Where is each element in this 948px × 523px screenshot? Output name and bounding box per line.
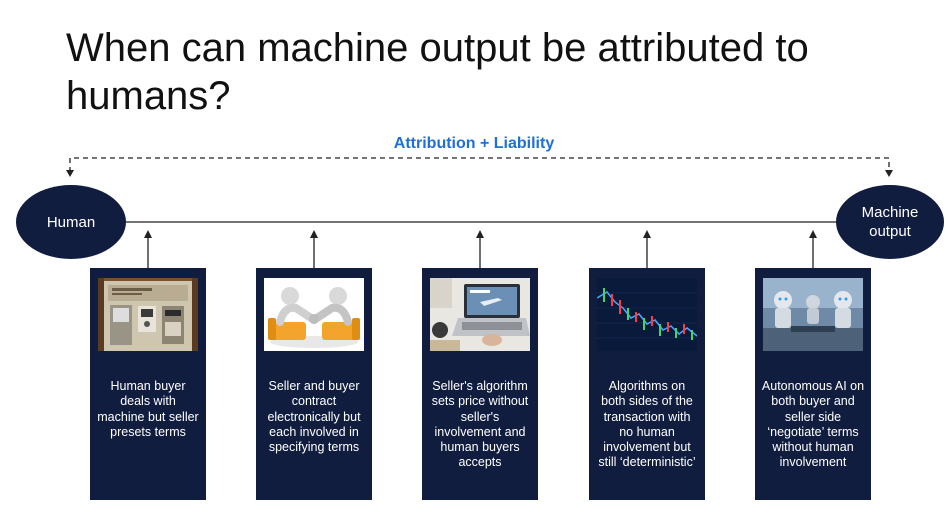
card-arrows bbox=[144, 230, 817, 268]
attribution-label: Attribution + Liability bbox=[393, 135, 555, 152]
scenario-card-5: Autonomous AI on both buyer and seller s… bbox=[755, 268, 871, 500]
scenario-text-2: Seller and buyer contract electronically… bbox=[267, 379, 361, 455]
human-node-label: Human bbox=[46, 213, 96, 231]
scenario-card-1: Human buyer deals with machine but selle… bbox=[90, 268, 206, 500]
bracket-arrow-left bbox=[66, 170, 74, 177]
machine-node-label-2: output bbox=[869, 223, 911, 240]
scenario-card-2: Seller and buyer contract electronically… bbox=[256, 268, 372, 500]
scenario-text-3: Seller's algorithm sets price without se… bbox=[431, 379, 529, 470]
laptop-ticket-image bbox=[430, 278, 530, 351]
page-title: When can machine output be attributed to… bbox=[66, 26, 809, 118]
machine-output-node: Machine output bbox=[836, 185, 944, 259]
robots-negotiating-image bbox=[763, 278, 863, 351]
machine-node-label-1: Machine bbox=[861, 204, 919, 221]
scenario-text-1: Human buyer deals with machine but selle… bbox=[97, 379, 199, 439]
bracket-arrow-right bbox=[885, 170, 893, 177]
scenario-text-4: Algorithms on both sides of the transact… bbox=[598, 379, 696, 470]
scenario-card-4: Algorithms on both sides of the transact… bbox=[589, 268, 705, 500]
trading-chart-image bbox=[597, 278, 697, 351]
scenario-card-3: Seller's algorithm sets price without se… bbox=[422, 268, 538, 500]
handshake-figures-image bbox=[264, 278, 364, 351]
scenario-text-5: Autonomous AI on both buyer and seller s… bbox=[761, 379, 865, 470]
vending-machine-image bbox=[98, 278, 198, 351]
human-node: Human bbox=[16, 185, 126, 259]
attribution-bracket bbox=[69, 157, 890, 172]
